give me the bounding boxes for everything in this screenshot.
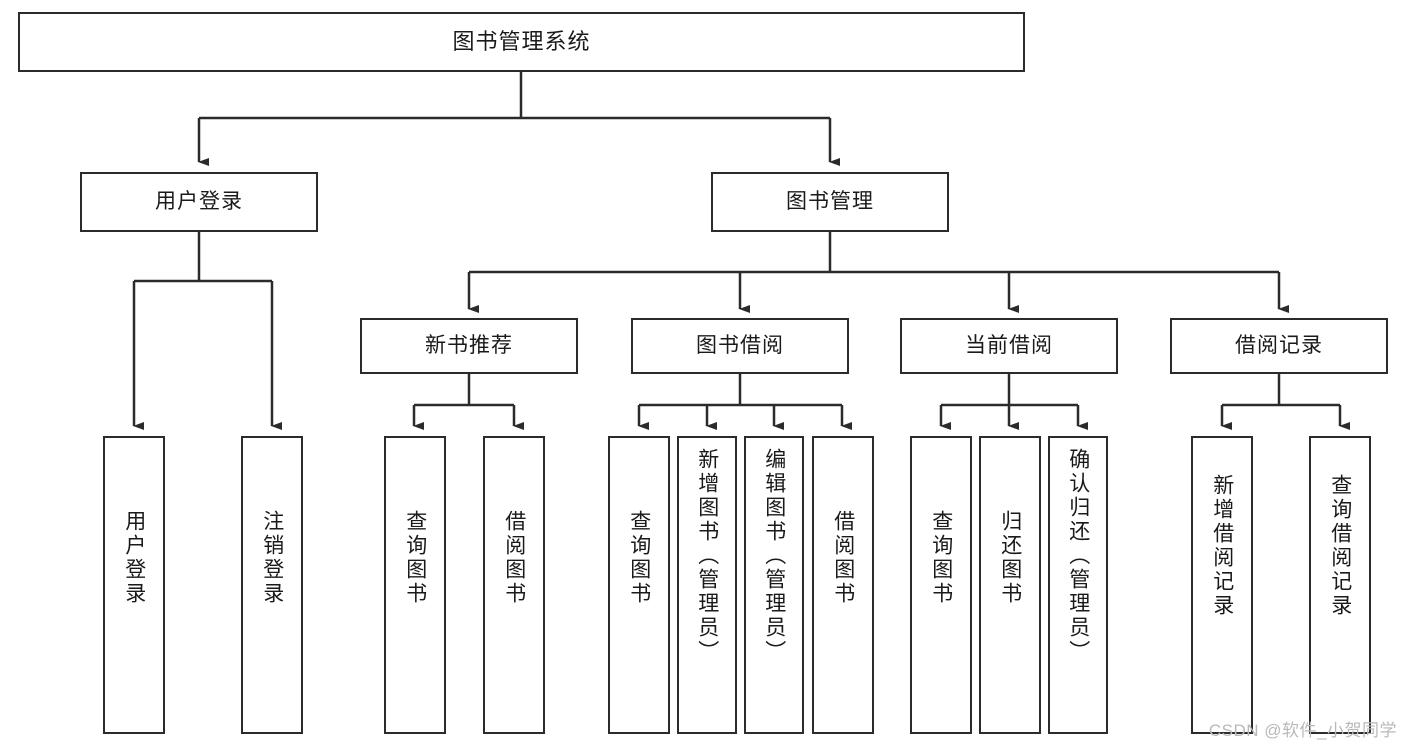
node-label: 借阅图书 — [502, 510, 526, 606]
node-leaf-query-book-2[interactable]: 查询图书 — [608, 436, 670, 734]
node-label: 借阅图书 — [831, 510, 855, 606]
node-label: 用户登录 — [155, 189, 243, 213]
node-leaf-borrow-book-2[interactable]: 借阅图书 — [812, 436, 874, 734]
node-leaf-return-book[interactable]: 归还图书 — [979, 436, 1041, 734]
node-book-borrow[interactable]: 图书借阅 — [631, 318, 849, 374]
node-current-borrow[interactable]: 当前借阅 — [900, 318, 1118, 374]
node-label: 确认归还（管理员） — [1066, 448, 1090, 664]
node-leaf-query-book-3[interactable]: 查询图书 — [910, 436, 972, 734]
node-leaf-logout-login[interactable]: 注销登录 — [241, 436, 303, 734]
node-label: 新增借阅记录 — [1210, 474, 1234, 618]
node-borrow-record[interactable]: 借阅记录 — [1170, 318, 1388, 374]
node-leaf-query-record[interactable]: 查询借阅记录 — [1309, 436, 1371, 734]
node-leaf-user-login[interactable]: 用户登录 — [103, 436, 165, 734]
node-label: 查询图书 — [929, 510, 953, 606]
node-label: 查询图书 — [403, 510, 427, 606]
node-label: 新书推荐 — [425, 333, 513, 357]
node-leaf-query-book-1[interactable]: 查询图书 — [384, 436, 446, 734]
node-label: 查询图书 — [627, 510, 651, 606]
node-label: 注销登录 — [260, 510, 284, 606]
csdn-watermark: CSDN @软件_小贺同学 — [1208, 721, 1397, 740]
node-label: 当前借阅 — [965, 333, 1053, 357]
node-book-manage[interactable]: 图书管理 — [711, 172, 949, 232]
node-label: 借阅记录 — [1235, 333, 1323, 357]
node-leaf-edit-book[interactable]: 编辑图书（管理员） — [744, 436, 804, 734]
node-leaf-add-record[interactable]: 新增借阅记录 — [1191, 436, 1253, 734]
node-label: 新增图书（管理员） — [695, 448, 719, 664]
node-label: 归还图书 — [998, 510, 1022, 606]
node-label: 用户登录 — [122, 510, 146, 606]
node-label: 图书借阅 — [696, 333, 784, 357]
node-leaf-borrow-book-1[interactable]: 借阅图书 — [483, 436, 545, 734]
node-label: 查询借阅记录 — [1328, 474, 1352, 618]
node-new-book-recommend[interactable]: 新书推荐 — [360, 318, 578, 374]
node-root-system[interactable]: 图书管理系统 — [18, 12, 1025, 72]
node-label: 编辑图书（管理员） — [762, 448, 786, 664]
node-user-login[interactable]: 用户登录 — [80, 172, 318, 232]
node-leaf-confirm-return[interactable]: 确认归还（管理员） — [1048, 436, 1108, 734]
node-label: 图书管理系统 — [452, 29, 591, 55]
node-leaf-add-book[interactable]: 新增图书（管理员） — [677, 436, 737, 734]
node-label: 图书管理 — [786, 189, 874, 213]
